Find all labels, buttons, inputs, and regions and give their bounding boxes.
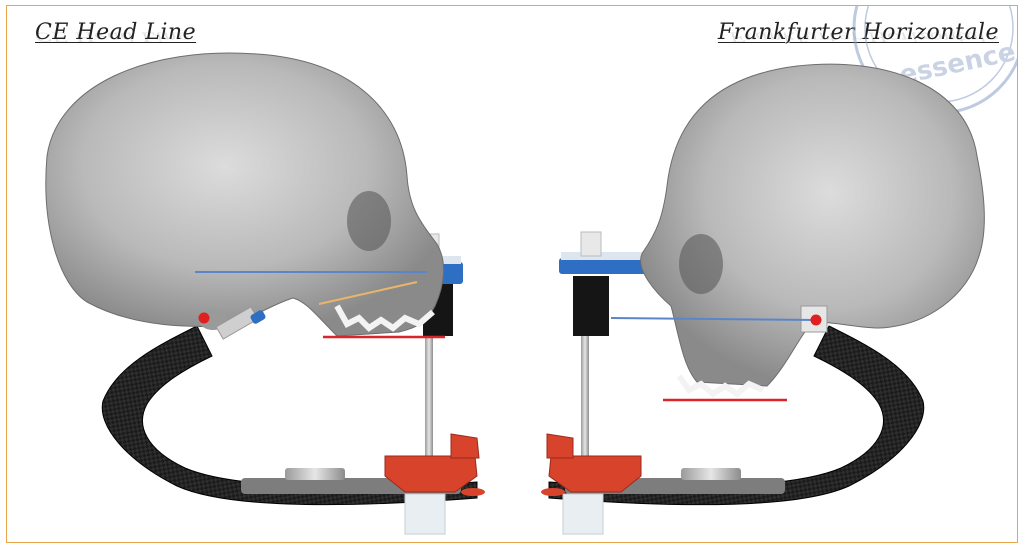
- left-bite-fork-holder: [385, 456, 477, 492]
- right-bite-fork-holder: [549, 456, 641, 492]
- left-vertical-rod: [425, 336, 433, 456]
- left-assembly: [46, 53, 485, 534]
- figure-frame: CE Head Line CE Head Line Frankfurter Ho…: [6, 5, 1018, 543]
- right-skull: [641, 64, 985, 394]
- left-marker-dot: [199, 313, 210, 324]
- left-skull: [46, 53, 444, 336]
- right-assembly: [541, 64, 984, 534]
- right-vertical-rod: [581, 336, 589, 456]
- headrest-illustration: [7, 6, 1018, 543]
- right-marker-dot: [811, 315, 822, 326]
- right-measurement-scale: [573, 276, 609, 336]
